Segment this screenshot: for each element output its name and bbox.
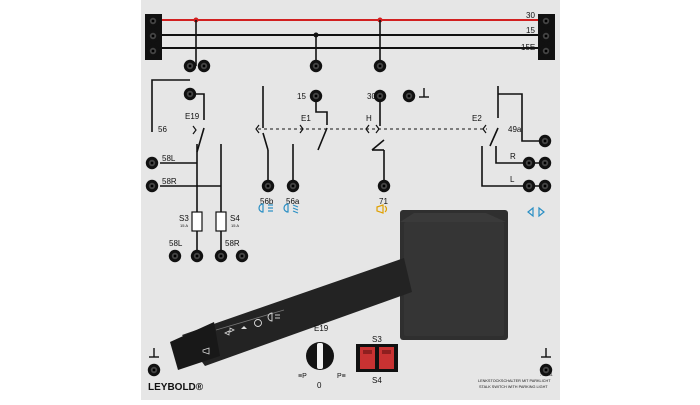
label-56: 56 [158,125,167,134]
bus-30-label: 30 [526,11,535,20]
jack-58r-out[interactable] [214,249,228,263]
label-e2: E2 [472,114,482,123]
label-e1: E1 [301,114,311,123]
label-e19: E19 [185,112,200,121]
stalk-lever-tip[interactable] [170,322,220,370]
jack-58l[interactable] [145,156,159,170]
jack-15-top[interactable] [309,59,323,73]
jack-58r[interactable] [145,179,159,193]
footer-line-1: LENKSTOCKSCHALTER MIT PARKLICHT [478,379,551,383]
jack-e19-input[interactable] [183,59,197,73]
footer-line-2: STALK SWITCH WITH PARKING LIGHT [479,385,548,389]
jack-58r-out-2[interactable] [235,249,249,263]
bus-jack[interactable] [539,29,553,43]
jack-30-top[interactable] [373,59,387,73]
jack-l[interactable] [522,179,536,193]
bus-jack[interactable] [539,14,553,28]
stalk-lever[interactable] [182,258,412,366]
bus-15-label: 15 [526,26,535,35]
label-56b: 56b [260,197,274,206]
jack-71[interactable] [377,179,391,193]
bus-15e-label: 15E [521,43,535,52]
label-49a: 49a [508,125,522,134]
ground-icon [419,88,429,98]
label-s3: S3 [179,214,189,223]
label-30: 30 [367,92,376,101]
label-s4: S4 [230,214,240,223]
label-58l: 58L [162,154,176,163]
parking-light-right-icon: P≡ [337,373,346,380]
horn-icon [376,204,388,214]
label-r: R [510,152,516,161]
fuse-s4-symbol [215,211,227,232]
jack-15[interactable] [309,89,323,103]
jack-e19-input-2[interactable] [197,59,211,73]
jack-e19[interactable] [183,87,197,101]
label-s4-rating: 15 A [231,223,239,228]
label-l: L [510,175,515,184]
jack-56b[interactable] [261,179,275,193]
fuse-s3-cap [363,350,372,354]
jack-58l-out-2[interactable] [190,249,204,263]
rotary-knob-pointer [317,343,323,369]
jack-58l-out[interactable] [168,249,182,263]
jack-r-2[interactable] [538,156,552,170]
bus-jack[interactable] [146,44,160,58]
housing-face [404,222,504,336]
label-h: H [366,114,372,123]
low-beam-icon [283,203,299,214]
switch-symbols [192,124,487,135]
housing-top-bevel [400,213,506,222]
jack-l-2[interactable] [538,179,552,193]
label-58r-out: 58R [225,239,240,248]
label-e19-knob: E19 [314,324,329,333]
jack-56a[interactable] [286,179,300,193]
jack-ground[interactable] [402,89,416,103]
circuit-wires [151,20,545,252]
jack-ground-bottom-left[interactable] [147,363,161,377]
fuse-s3-symbol [191,211,203,232]
jack-49a[interactable] [538,134,552,148]
jack-r[interactable] [522,156,536,170]
label-s3-rating: 15 A [180,223,188,228]
turn-signal-icon [527,206,545,218]
label-15: 15 [297,92,306,101]
bus-jack[interactable] [146,29,160,43]
bus-jack[interactable] [146,14,160,28]
label-58l-out: 58L [169,239,183,248]
stalk-lever-markings [202,309,285,355]
ground-icon [149,348,551,358]
label-58r: 58R [162,177,177,186]
high-beam-icon [258,203,273,213]
label-fuse-s4: S4 [372,376,382,385]
brand-logo: LEYBOLD® [148,382,204,393]
label-fuse-s3: S3 [372,335,382,344]
fuse-s4-cap [382,350,391,354]
parking-light-left-icon: ≡P [298,373,307,380]
label-knob-zero: 0 [317,381,322,390]
footer-code: 738 131 [540,373,553,377]
label-56a: 56a [286,197,300,206]
label-71: 71 [379,197,388,206]
bus-jack[interactable] [539,44,553,58]
